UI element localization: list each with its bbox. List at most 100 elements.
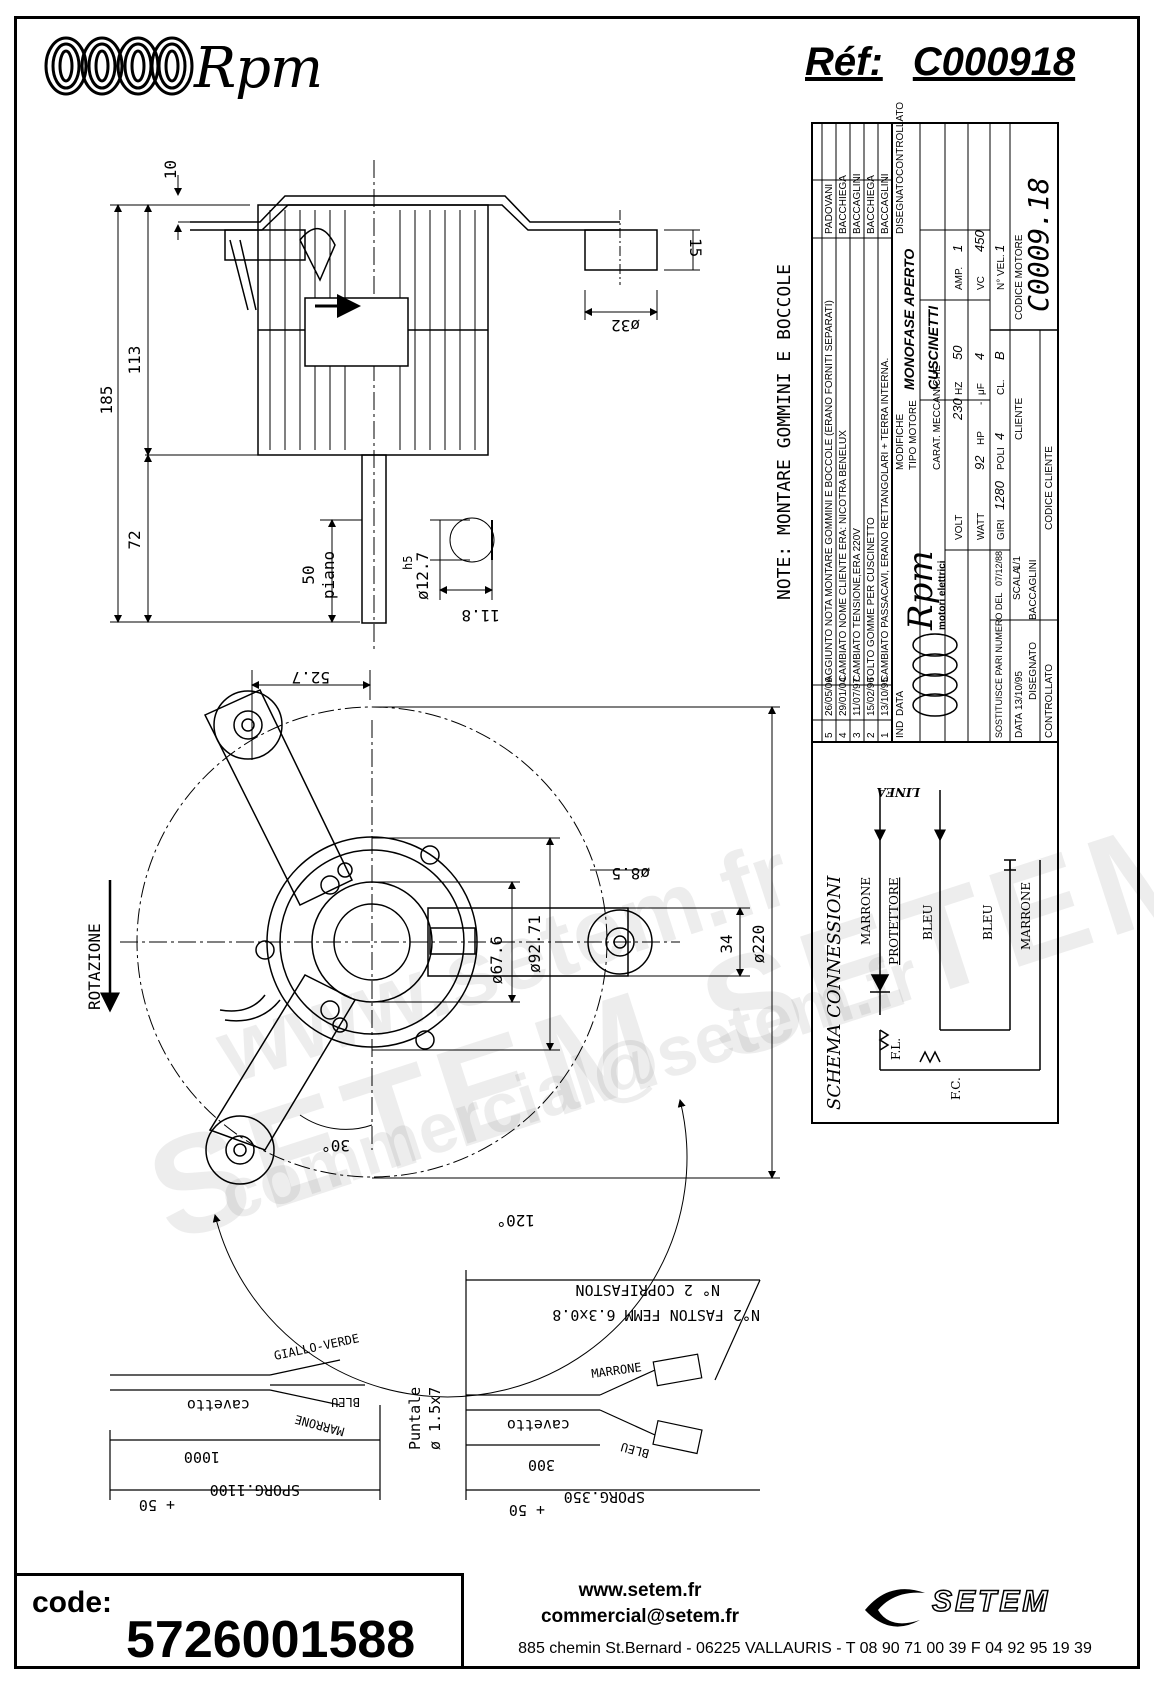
hp: - — [976, 402, 987, 405]
side-view-dimensions: 10 15 ø32 113 185 72 50 piano ø12.7 h5 1… — [97, 160, 705, 625]
rev-by: BACCAGLINI — [880, 173, 891, 234]
linea-label: LINEA — [877, 785, 921, 799]
rotation-label: ROTAZIONE — [85, 923, 104, 1010]
bleu-label-2: BLEU — [619, 1440, 651, 1461]
plus50-1: + 50 — [139, 1496, 175, 1514]
rev-by: BACCHIEGA — [866, 175, 877, 234]
vel-label: N° VEL. — [996, 254, 1007, 290]
code-value: 5726001588 — [126, 1611, 416, 1669]
dim-113: 113 — [125, 346, 144, 375]
dim-11-8: 11.8 — [461, 606, 500, 625]
bleu-schema-1: BLEU — [921, 904, 935, 940]
giri: 1280 — [992, 480, 1007, 510]
volt: 230 — [950, 398, 965, 421]
rev-date: 29/01/04 — [838, 677, 849, 716]
codice-motore-label: CODICE MOTORE — [1014, 234, 1025, 320]
vc: 450 — [972, 230, 987, 252]
code-box: code: 5726001588 — [14, 1573, 464, 1669]
rev-text: CAMBIATO NOME CLIENTE ERA: NICOTRA BENEL… — [838, 430, 849, 682]
dim-50: 50 — [299, 565, 318, 584]
protettore-label: PROTETTORE — [887, 877, 901, 965]
schema-title: SCHEMA CONNESSIONI — [824, 875, 845, 1110]
rev-ind: 4 — [838, 732, 849, 738]
footer-website[interactable]: www.setem.fr — [578, 1580, 702, 1601]
front-view-dimensions: 52.7 ø8.5 ø67.6 ø92.71 34 ø220 30° 120° … — [85, 668, 768, 1230]
ref-label: Réf: — [805, 40, 883, 84]
col-controllato: CONTROLLATO — [895, 102, 906, 176]
drawing-frame — [14, 16, 1140, 1669]
plus50-2: + 50 — [509, 1501, 545, 1519]
dim-12-7: ø12.7 — [413, 552, 432, 600]
title-block-text: 5 26/05/06 AGGIUNTO NOTA MONTARE GOMMINI… — [824, 102, 1055, 738]
revision-rows: 5 26/05/06 AGGIUNTO NOTA MONTARE GOMMINI… — [824, 173, 891, 738]
controllato-label: CONTROLLATO — [1044, 664, 1055, 738]
code-label: code: — [32, 1586, 113, 1619]
sostituisce-date: 07/12/88 — [994, 551, 1004, 586]
marrone-schema-label: MARRONE — [859, 877, 873, 945]
poli: 4 — [992, 433, 1007, 440]
dim-30: 30° — [321, 1136, 350, 1155]
rev-date: 26/05/06 — [824, 677, 835, 716]
copriFaston-label: N° 2 COPRIFASTON — [576, 1281, 721, 1299]
dim-52-7: 52.7 — [291, 668, 330, 687]
footer-email[interactable]: commercial@setem.fr — [540, 1606, 740, 1627]
rev-ind: 3 — [852, 732, 863, 738]
carat: CUSCINETTI — [925, 305, 941, 390]
tipo-motore: MONOFASE APERTO — [901, 249, 917, 390]
footer-address: 885 chemin St.Bernard - 06225 VALLAURIS … — [518, 1640, 1092, 1657]
connection-schema — [811, 741, 1059, 1124]
hz-label: HZ — [954, 382, 965, 395]
rev-text: CAMBIATO TENSIONE,ERA 220V — [852, 528, 863, 682]
fl-label: F.L. — [889, 1038, 903, 1060]
uf-label: μF — [976, 383, 987, 395]
length-1000: 1000 — [184, 1448, 220, 1466]
dim-32: ø32 — [611, 316, 640, 335]
dim-72: 72 — [125, 530, 144, 549]
dim-67-6: ø67.6 — [487, 936, 506, 984]
cavetto-label-2: cavetto — [507, 1416, 570, 1434]
faston-label: N°2 FASTON FEMM 6.3x0.8 — [552, 1306, 760, 1324]
coil-logo-icon — [44, 36, 194, 96]
sporg-1100: SPORG.1100 — [210, 1481, 300, 1499]
dim-120: 120° — [496, 1211, 535, 1230]
marrone-label-1: MARRONE — [293, 1412, 345, 1439]
marrone-schema-2: MARRONE — [1019, 882, 1033, 950]
tipo-motore-label: TIPO MOTORE — [908, 400, 919, 470]
carat-label: CARAT. MECCANICHE — [932, 365, 943, 470]
reference: Réf:C000918 — [805, 40, 1075, 85]
hp-label: HP — [976, 431, 987, 445]
dim-h5: h5 — [401, 556, 415, 570]
codice-cliente-label: CODICE CLIENTE — [1044, 446, 1055, 530]
col-data: DATA — [895, 690, 906, 716]
col-disegnato: DISEGNATO — [895, 176, 906, 234]
motor-side-view — [110, 160, 700, 650]
puntale-dim: ø 1.5x7 — [426, 1387, 444, 1450]
rev-text: TOLTO GOMME PER CUSCINETTO — [866, 517, 877, 682]
title-block — [811, 122, 1059, 1124]
dim-8-5: ø8.5 — [611, 864, 650, 883]
cable-labels: N° 2 COPRIFASTON N°2 FASTON FEMM 6.3x0.8… — [139, 1281, 760, 1519]
uf: 4 — [972, 353, 987, 360]
amp: 1 — [950, 245, 965, 252]
puntale-label: Puntale — [406, 1387, 424, 1450]
rev-ind: 2 — [866, 732, 877, 738]
codice-motore: C0009.18 — [1022, 177, 1055, 312]
marrone-label-2: MARRONE — [590, 1360, 642, 1381]
fc-label: F.C. — [949, 1077, 963, 1100]
hz: 50 — [950, 345, 965, 360]
dim-15: 15 — [686, 238, 705, 257]
rev-by: PADOVANI — [824, 184, 835, 234]
amp-label: AMP. — [954, 267, 965, 290]
data-label: DATA — [1014, 712, 1025, 738]
rev-date: 11/07/97 — [852, 677, 863, 716]
cl-label: CL. — [996, 379, 1007, 395]
scala-label: SCALA — [1012, 567, 1023, 600]
schema-labels: SCHEMA CONNESSIONI LINEA MARRONE PROTETT… — [824, 785, 1033, 1110]
scala: 1/1 — [1012, 556, 1023, 570]
sporg-350: SPORG.350 — [564, 1488, 645, 1506]
assembly-note: NOTE: MONTARE GOMMINI E BOCCOLE — [774, 264, 795, 600]
company-name: SETEM — [931, 1584, 1051, 1619]
dim-220: ø220 — [749, 925, 768, 964]
rpm-small-logo: Rpm motori elettrici — [901, 550, 958, 717]
brand-name: Rpm — [194, 36, 323, 101]
